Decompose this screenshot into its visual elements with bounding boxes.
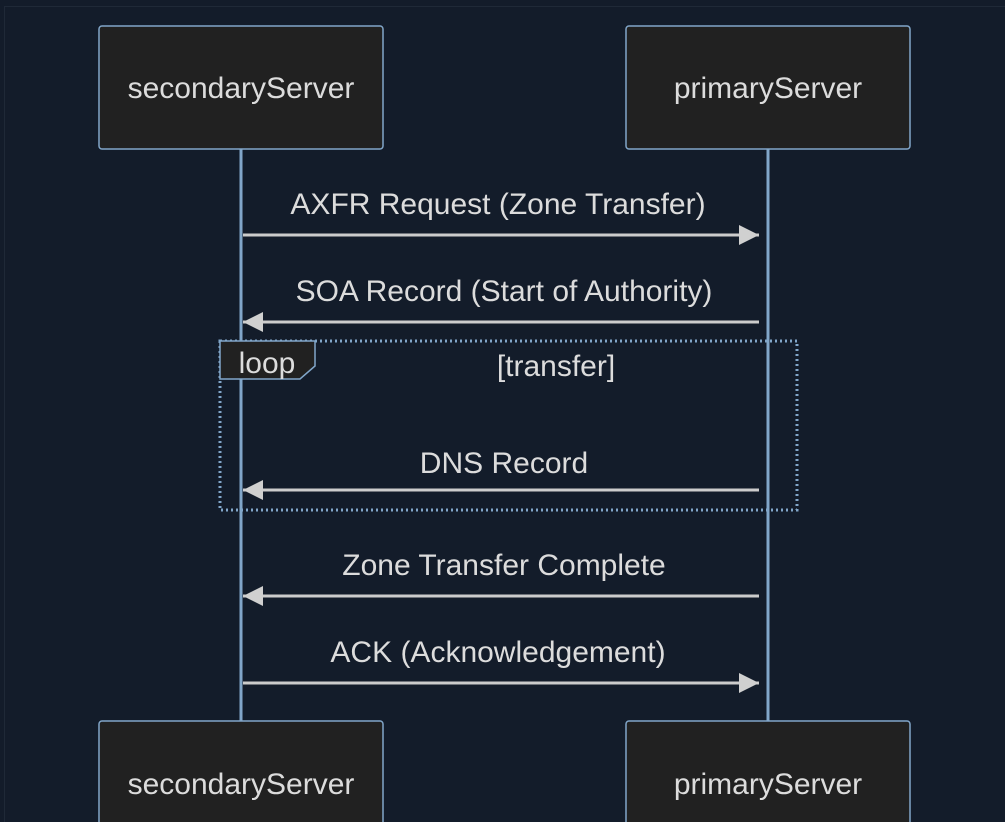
message-label: AXFR Request (Zone Transfer) [290,188,705,221]
actor-primary-bottom: primaryServer [625,720,911,822]
message-soa-record: SOA Record (Start of Authority) [243,275,759,332]
message-label: ACK (Acknowledgement) [330,636,665,669]
message-axfr-request: AXFR Request (Zone Transfer) [243,188,759,245]
actor-secondary-bottom-label: secondaryServer [128,768,355,801]
actor-secondary-top: secondaryServer [98,25,384,150]
loop-condition: [transfer] [497,350,615,383]
actor-primary-top: primaryServer [625,25,911,150]
loop-block: loop [transfer] [218,339,799,512]
message-label: DNS Record [420,447,588,480]
diagram-frame [4,6,1005,822]
message-ack: ACK (Acknowledgement) [243,636,759,693]
actor-primary-top-label: primaryServer [674,72,862,105]
actor-primary-bottom-label: primaryServer [674,768,862,801]
actor-secondary-top-label: secondaryServer [128,72,355,105]
message-label: Zone Transfer Complete [342,549,665,582]
message-zone-transfer-complete: Zone Transfer Complete [243,549,759,606]
loop-label-tab [219,340,316,380]
message-dns-record: DNS Record [243,447,759,500]
loop-keyword: loop [239,347,296,380]
actor-secondary-bottom: secondaryServer [98,720,384,822]
message-label: SOA Record (Start of Authority) [296,275,713,308]
